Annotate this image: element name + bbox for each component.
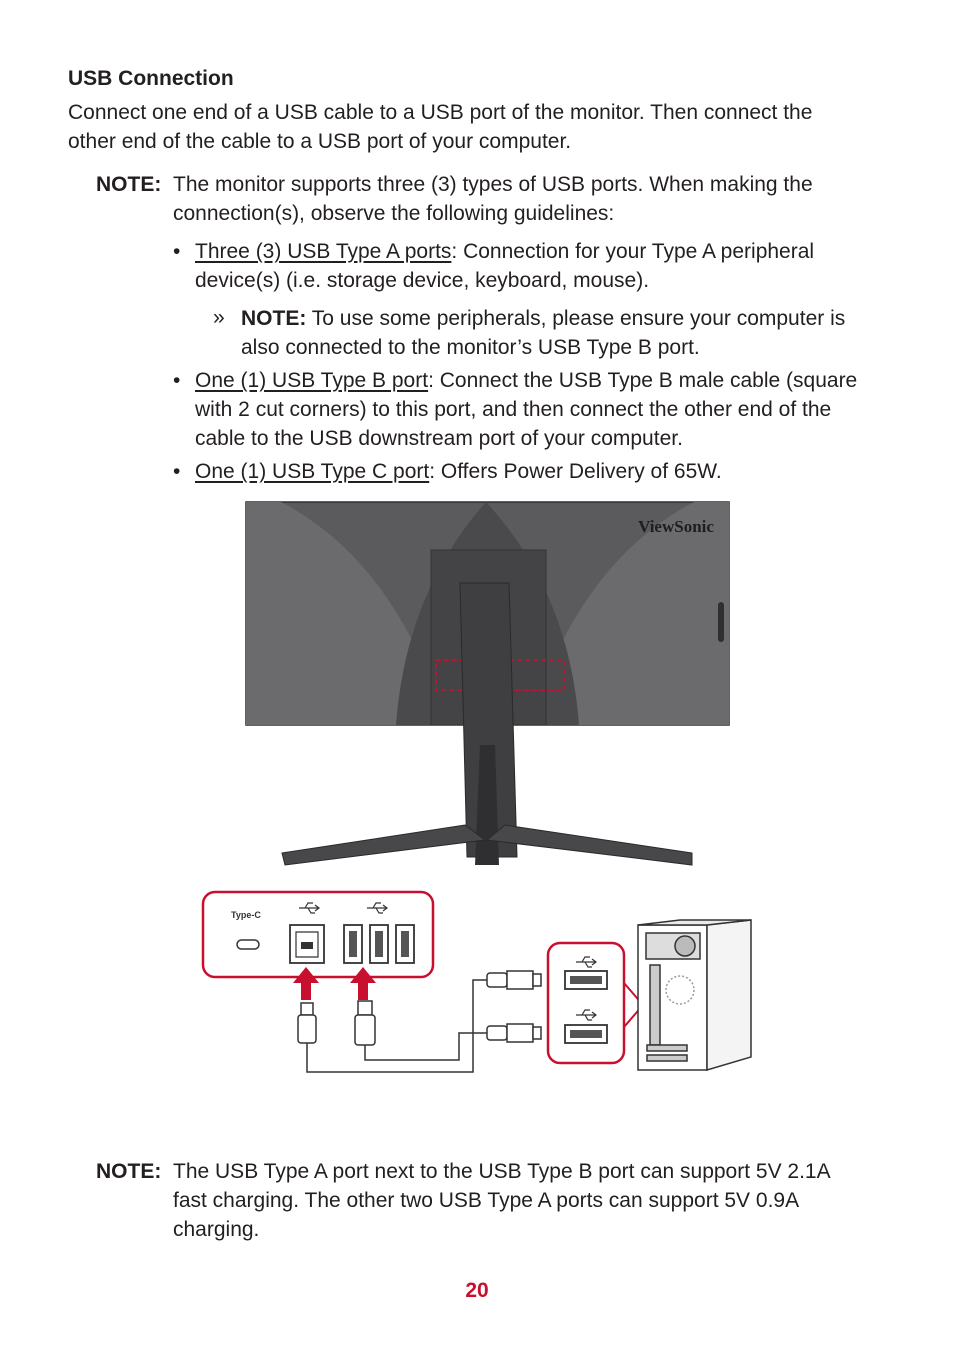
section-title: USB Connection [68,67,234,90]
type-c-port [236,939,260,950]
bullet-1-line-1: Three (3) USB Type A ports: Connection f… [195,237,814,266]
monitor-brand-label: ViewSonic [638,517,714,536]
arrow-to-type-b-icon [293,967,319,1000]
computer-tower [637,919,752,1072]
type-a-port-1 [343,924,363,964]
bullet-3-rest: : Offers Power Delivery of 65W. [429,460,722,483]
bullet-dot-3: • [173,460,181,483]
subnote-line-2: also connected to the monitor’s USB Type… [241,336,700,359]
note-1-label: NOTE: [96,173,162,196]
intro-line-1: Connect one end of a USB cable to a USB … [68,101,813,124]
note-2-line-2: fast charging. The other two USB Type A … [173,1189,800,1212]
bullet-2-link[interactable]: One (1) USB Type B port [195,369,429,392]
type-b-port [289,924,325,964]
bullet-2-rest: : Connect the USB Type B male cable (squ… [428,369,858,392]
computer-usb-port-1 [564,970,608,990]
bullet-3-line-1: One (1) USB Type C port: Offers Power De… [195,457,722,486]
monitor-stand [281,582,693,866]
note-2-line-3: charging. [173,1218,260,1241]
note-1-line-1: The monitor supports three (3) types of … [173,173,813,196]
type-a-port-3 [395,924,415,964]
intro-line-2: other end of the cable to a USB port of … [68,130,572,153]
usb-symbol-icon [299,902,320,914]
bullet-2-line-1: One (1) USB Type B port: Connect the USB… [195,366,857,395]
bullet-1-rest: : Connection for your Type A peripheral [451,240,815,263]
usb-symbol-icon [367,902,388,914]
bullet-1-link[interactable]: Three (3) USB Type A ports [195,240,452,263]
subnote-text-1: To use some peripherals, please ensure y… [311,307,846,330]
subnote-marker: » [213,306,225,329]
monitor-back: ViewSonic [245,501,730,726]
type-a-port-2 [369,924,389,964]
usb-symbol-icon [576,1009,597,1021]
usb-cables [297,970,542,1073]
subnote-line-1: NOTE: To use some peripherals, please en… [241,304,845,333]
bullet-3-link[interactable]: One (1) USB Type C port [195,460,430,483]
bullet-2-line-2: with 2 cut corners) to this port, and th… [195,398,832,421]
bullet-dot-1: • [173,240,181,263]
note-1-line-2: connection(s), observe the following gui… [173,202,615,225]
type-c-label: Type-C [231,910,261,920]
computer-usb-port-2 [564,1024,608,1044]
monitor-ports-panel: Type-C [201,890,435,979]
subnote-label: NOTE: [241,307,307,330]
bullet-2-line-3: cable to the USB downstream port of your… [195,427,683,450]
page-number: 20 [465,1279,489,1302]
note-2-label: NOTE: [96,1160,162,1183]
bullet-dot-2: • [173,369,181,392]
arrow-to-type-a-icon [350,967,376,1000]
computer-ports-panel [546,941,645,1065]
usb-connection-illustration: ViewSonic Type-C [201,501,752,1073]
note-2-line-1: The USB Type A port next to the USB Type… [173,1160,831,1183]
bullet-1-line-2: device(s) (i.e. storage device, keyboard… [195,269,650,292]
usb-symbol-icon [576,956,597,968]
